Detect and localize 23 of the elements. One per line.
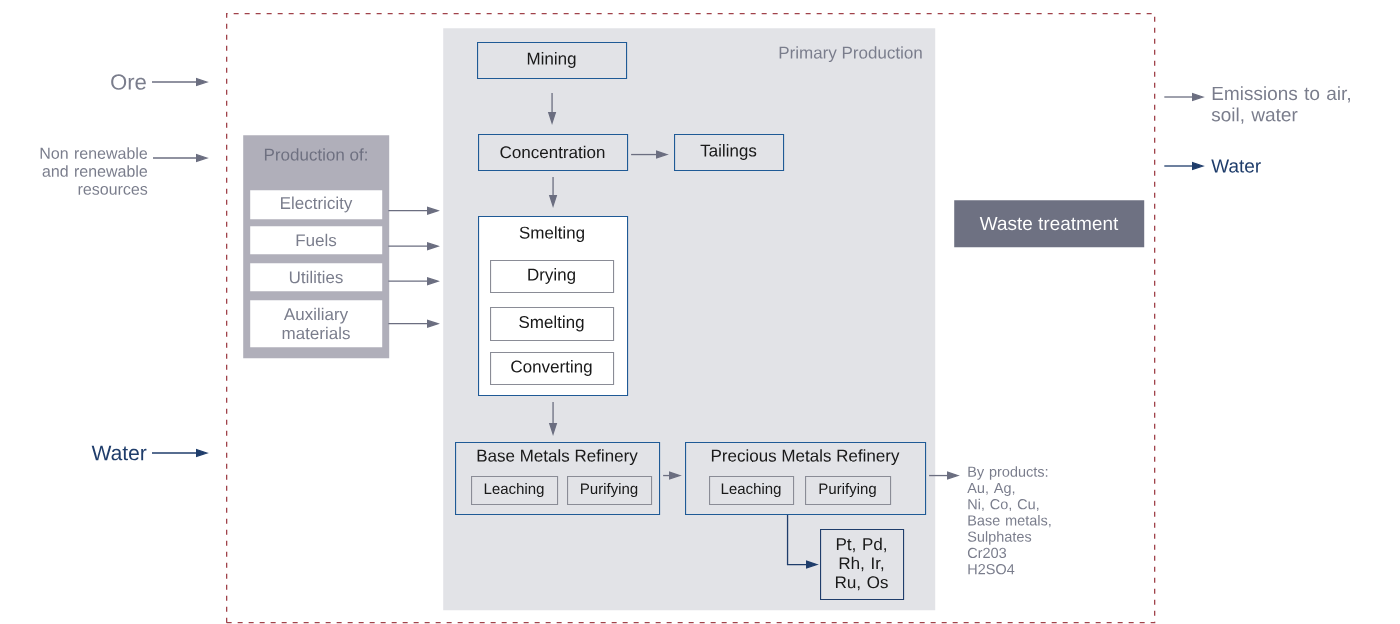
- flow-label: Emissions to air, soil, water: [1211, 86, 1350, 124]
- waste-treatment-box: Waste treatment: [954, 200, 1145, 248]
- process-box: Concentration: [478, 134, 629, 172]
- step-box: Leaching: [471, 476, 559, 506]
- step-box: Smelting: [490, 307, 615, 342]
- resource-box: Utilities: [250, 263, 383, 292]
- product-box: Pt, Pd, Rh, Ir, Ru, Os: [820, 529, 905, 601]
- step-box: Purifying: [567, 476, 653, 506]
- flow-label: Ore: [111, 74, 146, 90]
- step-box: Purifying: [805, 476, 892, 506]
- resource-box: Auxiliary materials: [250, 300, 383, 348]
- resource-box: Fuels: [250, 226, 383, 255]
- process-box: Mining: [477, 42, 628, 80]
- process-box: Tailings: [674, 134, 785, 172]
- flow-label: Water: [91, 445, 147, 461]
- step-box: Drying: [490, 260, 615, 294]
- flow-label: Water: [1211, 159, 1261, 173]
- flow-label: Non renewable and renewable resources: [40, 147, 148, 195]
- resource-box: Electricity: [250, 190, 383, 220]
- step-box: Leaching: [709, 476, 795, 506]
- system-boundary: [226, 13, 1156, 624]
- product-list: By products: Au, Ag, Ni, Co, Cu, Base metals, Sulphates Cr203 H2SO4: [967, 466, 1051, 575]
- step-box: Converting: [490, 352, 615, 386]
